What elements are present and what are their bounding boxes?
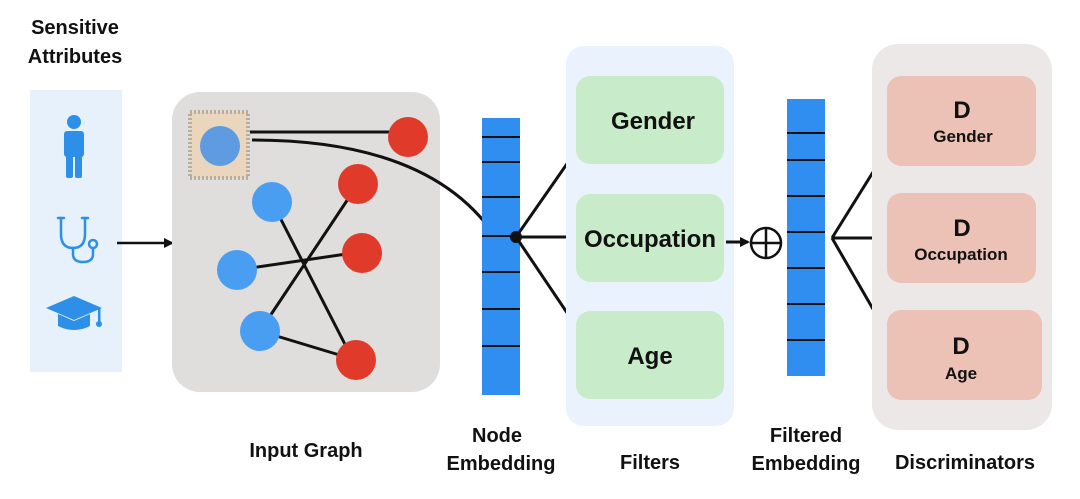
discriminator-box-gender (887, 76, 1036, 166)
filtered-embedding-label-line2: Embedding (752, 453, 861, 475)
filter-label-age: Age (627, 343, 672, 370)
stethoscope-icon (56, 216, 99, 264)
filter-label-gender: Gender (611, 108, 695, 135)
discriminator-symbol: D (953, 97, 970, 124)
discriminator-symbol: D (952, 333, 969, 360)
graph-node-red (338, 164, 378, 204)
graph-node-blue (217, 250, 257, 290)
discriminators-label: Discriminators (895, 452, 1035, 474)
highlighted-node (200, 126, 240, 166)
person-icon (64, 115, 84, 178)
node-embedding-label-line1: Node (472, 425, 522, 447)
graduation-cap-icon (46, 296, 102, 330)
discriminator-box-occupation (887, 193, 1036, 283)
filtered-embedding-label-line1: Filtered (770, 425, 842, 447)
discriminator-label-age: Age (945, 364, 977, 383)
sensitive-attributes-title-line1: Sensitive (31, 17, 119, 39)
graph-node-red (342, 233, 382, 273)
graph-node-blue (240, 311, 280, 351)
node-embedding-bar (482, 118, 520, 395)
graph-node-red (336, 340, 376, 380)
filters-label: Filters (620, 452, 680, 474)
sensitive-attributes-title-line2: Attributes (28, 46, 122, 68)
discriminator-label-occupation: Occupation (914, 245, 1008, 264)
graph-node-blue (252, 182, 292, 222)
graph-node-red (388, 117, 428, 157)
discriminator-label-gender: Gender (933, 127, 993, 146)
sum-operator-icon (749, 226, 783, 260)
filter-box-age (576, 311, 724, 399)
filtered-embedding-bar (787, 99, 825, 376)
filter-box-gender (576, 76, 724, 164)
filter-box-occupation (576, 194, 724, 282)
input-graph-label: Input Graph (249, 440, 362, 462)
discriminator-symbol: D (953, 215, 970, 242)
node-embedding-label-line2: Embedding (447, 453, 556, 475)
discriminator-box-age (887, 310, 1042, 400)
filter-label-occupation: Occupation (584, 226, 716, 253)
